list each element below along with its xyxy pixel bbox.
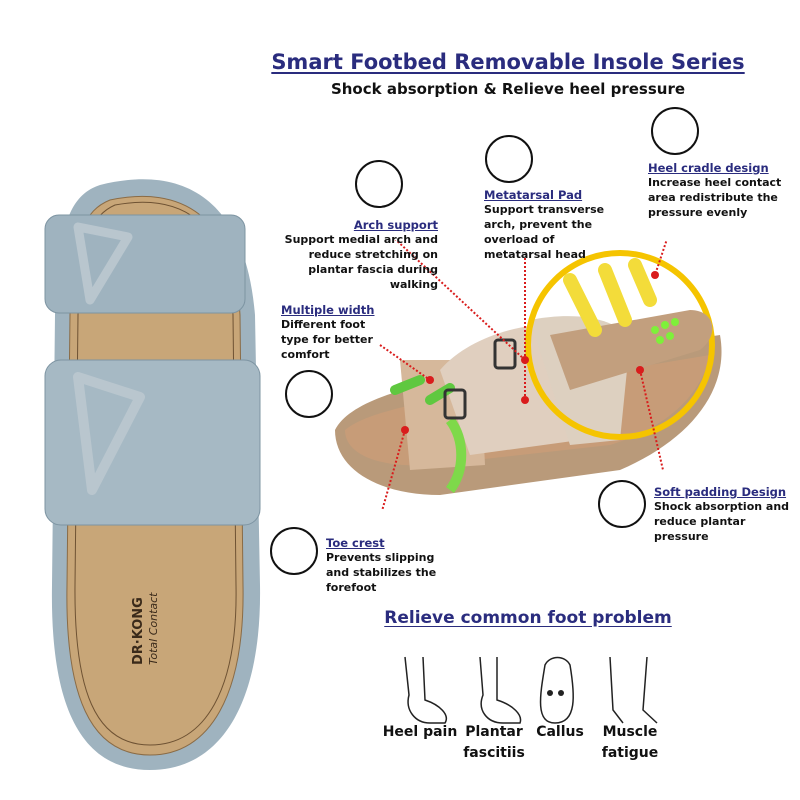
callout-text: Increase heel contact area redistribute … [648, 176, 782, 219]
svg-text:Total Contact: Total Contact [147, 592, 160, 665]
problem-muscle-fatigue: Muscle fatigue [601, 724, 659, 761]
problem-heel-pain: Heel pain [382, 724, 458, 740]
callout-text: Shock absorption and reduce plantar pres… [654, 500, 790, 543]
callus-icon [539, 656, 574, 724]
muscle-fatigue-icon [609, 656, 658, 724]
callout-text: Prevents slipping and stabilizes the for… [326, 551, 437, 594]
arch-foot-icon [355, 160, 403, 208]
problem-plantar-fasciitis: Plantar fascitiis [463, 724, 525, 761]
insole-icon [598, 480, 646, 528]
callout-title: Soft padding Design [654, 485, 787, 499]
callout-multiple-width: Multiple width Different foot type for b… [281, 303, 376, 362]
callout-toe-crest: Toe crest Prevents slipping and stabiliz… [326, 536, 456, 595]
callout-text: Different foot type for better comfort [281, 318, 373, 361]
metatarsal-foot-icon [485, 135, 533, 183]
callout-arch-support: Arch support Support medial arch and red… [270, 218, 438, 292]
leader-lines [379, 240, 668, 510]
callout-soft-padding: Soft padding Design Shock absorption and… [654, 485, 800, 544]
callout-title: Multiple width [281, 303, 375, 317]
brand-logo: DR·KONG [131, 597, 146, 665]
problem-callus: Callus [536, 724, 584, 740]
heel-pain-icon [404, 656, 447, 724]
callout-heel-cradle: Heel cradle design Increase heel contact… [648, 161, 800, 220]
width-foot-icon [285, 370, 333, 418]
callout-text: Support transverse arch, prevent the ove… [484, 203, 605, 261]
top-view-sandal-image: DR·KONG Total Contact [44, 179, 261, 770]
side-view-sandal-image [335, 240, 722, 510]
callout-title: Heel cradle design [648, 161, 769, 175]
page-title: Smart Footbed Removable Insole Series [271, 50, 745, 74]
callout-title: Metatarsal Pad [484, 188, 583, 202]
toe-foot-icon [270, 527, 318, 575]
plantar-fasciitis-icon [479, 656, 522, 724]
problems-title: Relieve common foot problem [384, 608, 672, 628]
heel-foot-icon [651, 107, 699, 155]
callout-title: Toe crest [326, 536, 385, 550]
callout-title: Arch support [353, 218, 438, 232]
callout-metatarsal-pad: Metatarsal Pad Support transverse arch, … [484, 188, 624, 262]
problem-icons [404, 656, 658, 724]
page-subtitle: Shock absorption & Relieve heel pressure [330, 80, 686, 98]
callout-text: Support medial arch and reduce stretchin… [284, 233, 438, 291]
